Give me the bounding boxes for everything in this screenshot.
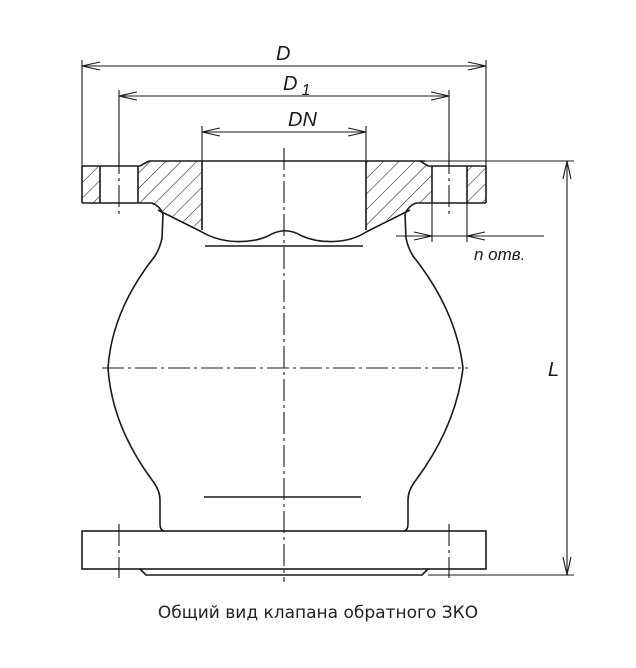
dimension-l: L (425, 160, 574, 576)
dimension-l-label: L (548, 359, 559, 381)
top-flange (81, 152, 487, 233)
seat-contour (201, 229, 367, 243)
dimension-d: D (81, 43, 487, 166)
dimension-d-label: D (276, 43, 290, 65)
dimension-dn-label: DN (288, 109, 317, 131)
holes-label: n отв. (474, 245, 525, 264)
drawing-caption: Общий вид клапана обратного ЗКО (157, 603, 479, 623)
holes-dimension: n отв. (396, 203, 544, 264)
valve-body (107, 213, 464, 532)
